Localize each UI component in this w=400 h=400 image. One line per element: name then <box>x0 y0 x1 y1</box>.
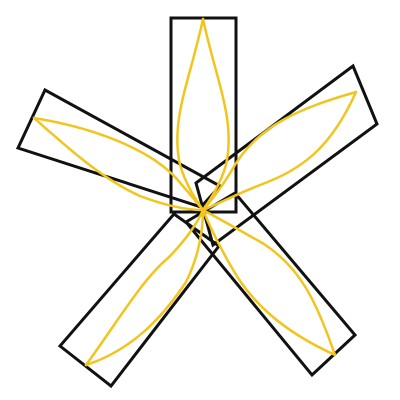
arm-top-curve-left <box>176 17 205 212</box>
arm-upper-right-curve-lower <box>201 90 358 212</box>
curve-layer <box>32 17 358 367</box>
arm-lower-left-curve-lower <box>84 208 205 367</box>
arm-upper-left-curve-upper <box>32 116 205 212</box>
arm-top-frame <box>169 16 238 214</box>
arm-lower-left-frame <box>57 211 222 389</box>
arm-lower-right-curve-upper <box>201 208 337 357</box>
arm-lower-right-frame <box>183 191 358 378</box>
arm-lower-right-curve-lower <box>201 208 337 357</box>
arm-lower-left-curve-upper <box>84 208 205 367</box>
arm-upper-left-curve-lower <box>32 116 205 212</box>
arm-top-curve-right <box>201 17 230 212</box>
arm-upper-right-curve-upper <box>201 90 358 212</box>
arm-upper-right-frame <box>194 63 379 248</box>
